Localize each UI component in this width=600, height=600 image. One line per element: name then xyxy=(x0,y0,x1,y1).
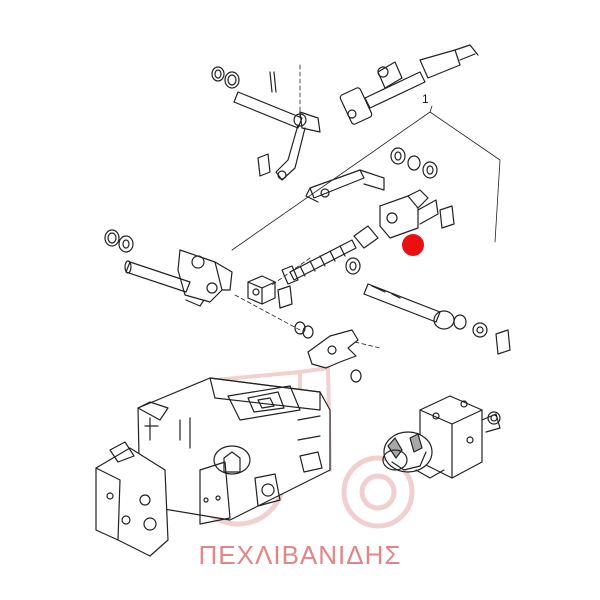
fork-bracket xyxy=(379,189,439,239)
lower-lift-shaft xyxy=(124,249,233,307)
clip-parts xyxy=(257,153,511,355)
highlight-marker xyxy=(402,234,424,256)
hydraulic-valve xyxy=(382,395,501,479)
watermark-gear-right-icon xyxy=(341,455,415,529)
watermark-text: ΠΕΧΛΙΒΑΝΙΔΗΣ xyxy=(198,540,402,570)
top-linkage-rod xyxy=(339,44,479,125)
right-control-rod xyxy=(345,257,488,338)
small-lever xyxy=(305,169,385,203)
washer-set-right xyxy=(390,147,438,179)
square-block xyxy=(247,275,276,305)
washer-pair-left xyxy=(104,229,134,253)
callout-leader-lines xyxy=(231,105,501,251)
upper-lift-shaft xyxy=(233,91,321,181)
washer-pair-top-left xyxy=(211,66,240,89)
adjusting-screw xyxy=(281,225,379,285)
pin-top xyxy=(269,71,277,93)
cam-plate xyxy=(307,329,362,383)
bushing xyxy=(294,321,314,339)
callout-label: 1 xyxy=(422,92,429,106)
housing-side-plate xyxy=(95,441,169,557)
assembly-dashed-lines xyxy=(234,64,381,349)
